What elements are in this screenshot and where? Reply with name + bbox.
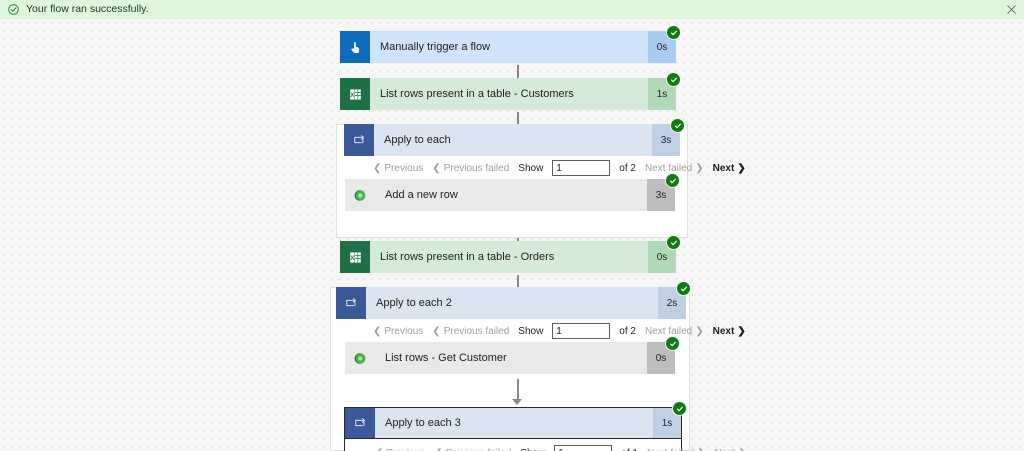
- chevron-right-icon: ❯: [697, 448, 705, 451]
- pager-total-label: of 2: [619, 162, 636, 174]
- pagination-apply-to-each[interactable]: ❮ Previous ❮ Previous failed Show of 2 N…: [373, 158, 746, 178]
- pager-show-label: Show: [520, 448, 545, 451]
- flow-node-manually-trigger-a-flow[interactable]: Manually trigger a flow 0s: [340, 31, 676, 63]
- pager-previous-failed-button[interactable]: ❮ Previous failed: [432, 326, 509, 337]
- status-badge-succeeded: [666, 25, 681, 40]
- pager-next-failed-button[interactable]: Next failed ❯: [645, 326, 704, 337]
- chevron-left-icon: ❮: [373, 162, 382, 174]
- dataverse-icon: [345, 179, 375, 211]
- chevron-left-icon: ❮: [432, 325, 441, 337]
- pager-page-input[interactable]: [552, 323, 611, 339]
- status-badge-succeeded: [676, 281, 691, 296]
- flow-node-title: Add a new row: [385, 189, 458, 201]
- pager-previous-failed-button[interactable]: ❮ Previous failed: [432, 163, 509, 174]
- flow-node-list-rows-get-customer[interactable]: List rows - Get Customer 0s: [345, 342, 675, 374]
- pager-next-label: Next: [712, 325, 735, 337]
- flow-node-title: List rows - Get Customer: [385, 352, 507, 364]
- flow-node-title: Apply to each: [384, 134, 451, 146]
- pager-previous-failed-button[interactable]: ❮ Previous failed: [434, 448, 511, 451]
- pagination-apply-to-each-2[interactable]: ❮ Previous ❮ Previous failed Show of 2 N…: [373, 321, 746, 341]
- pager-next-label: Next: [712, 162, 735, 174]
- pager-previous-button[interactable]: ❮ Previous: [375, 448, 425, 451]
- pager-total-label: of 1: [621, 448, 638, 451]
- chevron-left-icon: ❮: [373, 325, 382, 337]
- status-badge-succeeded: [672, 401, 687, 416]
- pager-page-input[interactable]: [552, 160, 611, 176]
- flow-node-title: List rows present in a table - Customers: [380, 88, 574, 100]
- flow-node-title: Manually trigger a flow: [380, 41, 491, 53]
- flow-node-title: List rows present in a table - Orders: [380, 251, 555, 263]
- svg-text:X: X: [350, 92, 354, 98]
- chevron-right-icon: ❯: [695, 325, 704, 337]
- foreach-loop-icon: [336, 287, 366, 319]
- connector-arrow: [512, 379, 523, 405]
- pager-total-label: of 2: [619, 325, 636, 337]
- pager-previous-failed-label: Previous failed: [443, 162, 510, 174]
- pager-next-failed-button[interactable]: Next failed ❯: [645, 163, 704, 174]
- pager-next-failed-label: Next failed: [644, 325, 693, 337]
- foreach-loop-icon: [344, 124, 374, 156]
- success-banner: Your flow ran successfully.: [0, 0, 1024, 19]
- flow-node-title: Apply to each 3: [385, 417, 461, 429]
- status-badge-succeeded: [666, 235, 681, 250]
- close-icon[interactable]: [1004, 3, 1018, 17]
- flow-node-list-rows-customers[interactable]: X List rows present in a table - Custome…: [340, 78, 676, 110]
- chevron-left-icon: ❮: [434, 448, 442, 451]
- chevron-left-icon: ❮: [432, 162, 441, 174]
- pager-previous-button[interactable]: ❮ Previous: [373, 326, 423, 337]
- excel-icon: X: [340, 241, 370, 273]
- status-badge-succeeded: [665, 173, 680, 188]
- status-badge-succeeded: [670, 118, 685, 133]
- chevron-left-icon: ❮: [375, 448, 383, 451]
- chevron-right-icon: ❯: [738, 448, 746, 451]
- pager-next-button[interactable]: Next ❯: [713, 163, 746, 174]
- check-circle-icon: [8, 4, 19, 15]
- flow-node-add-a-new-row[interactable]: Add a new row 3s: [345, 179, 675, 211]
- chevron-right-icon: ❯: [695, 162, 704, 174]
- chevron-right-icon: ❯: [737, 325, 746, 337]
- pager-show-label: Show: [518, 325, 544, 337]
- pager-next-failed-button[interactable]: Next failed ❯: [647, 448, 706, 451]
- status-badge-succeeded: [665, 336, 680, 351]
- status-badge-succeeded: [666, 72, 681, 87]
- pager-previous-button[interactable]: ❮ Previous: [373, 163, 423, 174]
- flow-node-list-rows-orders[interactable]: X List rows present in a table - Orders …: [340, 241, 676, 273]
- excel-icon: X: [340, 78, 370, 110]
- pager-previous-label: Previous: [384, 162, 424, 174]
- pager-page-input[interactable]: [554, 445, 613, 451]
- foreach-loop-icon: [345, 408, 375, 438]
- pager-next-label: Next: [715, 448, 736, 451]
- pagination-apply-to-each-3[interactable]: ❮ Previous ❮ Previous failed Show of 1 N…: [375, 443, 747, 451]
- pager-previous-label: Previous: [384, 325, 424, 337]
- pager-previous-failed-label: Previous failed: [443, 325, 510, 337]
- flow-node-title: Apply to each 2: [376, 297, 452, 309]
- flow-node-apply-to-each-3[interactable]: Apply to each 3 1s: [344, 407, 682, 439]
- flow-canvas[interactable]: Manually trigger a flow 0s X List rows p…: [0, 19, 1024, 451]
- pager-next-button[interactable]: Next ❯: [713, 326, 746, 337]
- chevron-right-icon: ❯: [737, 162, 746, 174]
- flow-node-apply-to-each-2[interactable]: Apply to each 2 2s: [336, 287, 686, 319]
- pager-next-failed-label: Next failed: [644, 162, 693, 174]
- pager-previous-label: Previous: [386, 448, 425, 451]
- pager-next-button[interactable]: Next ❯: [715, 448, 747, 451]
- svg-text:X: X: [350, 255, 354, 261]
- manual-trigger-hand-icon: [340, 31, 370, 63]
- pager-previous-failed-label: Previous failed: [446, 448, 512, 451]
- pager-show-label: Show: [518, 162, 544, 174]
- dataverse-icon: [345, 342, 375, 374]
- flow-node-apply-to-each[interactable]: Apply to each 3s: [344, 124, 680, 156]
- pager-next-failed-label: Next failed: [647, 448, 694, 451]
- banner-message: Your flow ran successfully.: [26, 3, 149, 15]
